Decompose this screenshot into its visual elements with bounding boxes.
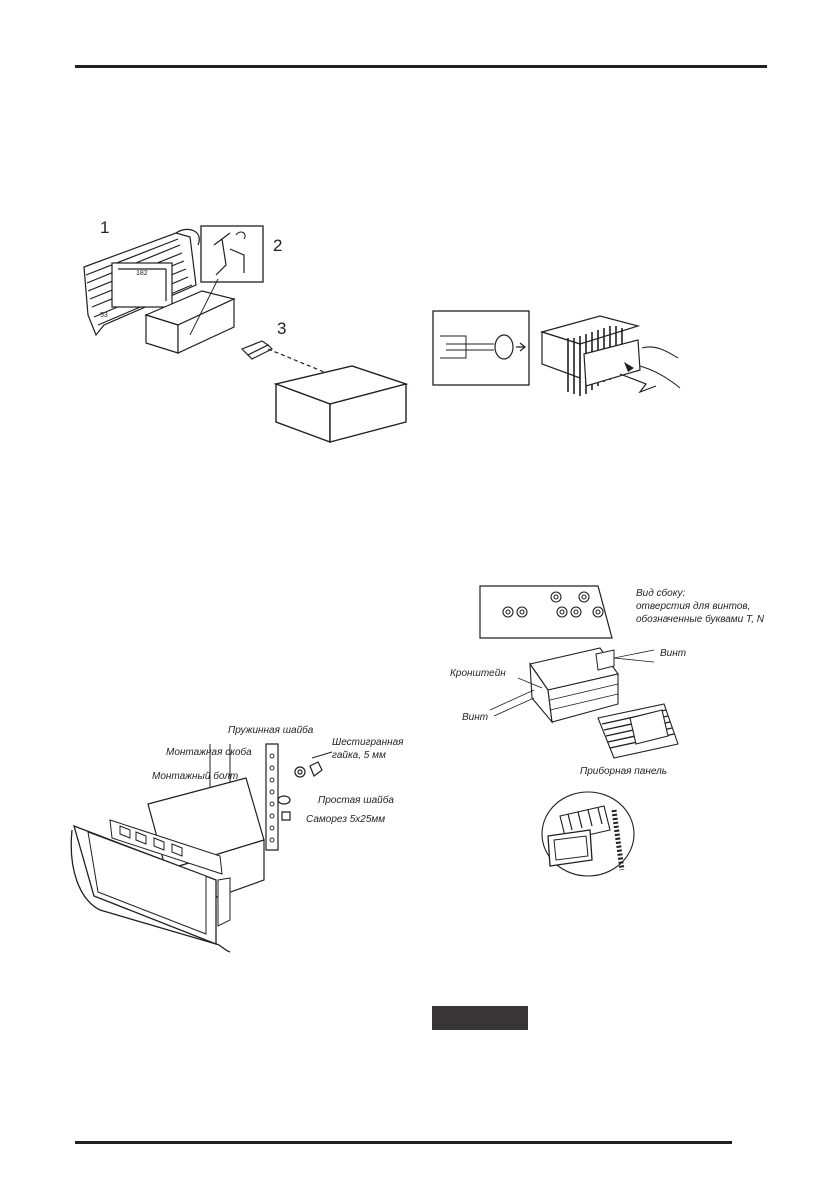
label-mount-strap: Монтажная скоба xyxy=(166,747,252,758)
mounting-assembly-drawing xyxy=(70,743,333,953)
label-hex-nut-line2: гайка, 5 мм xyxy=(332,750,386,761)
top-rule xyxy=(75,65,767,68)
section-heading-block xyxy=(432,1006,528,1030)
label-dash-panel: Приборная панель xyxy=(580,766,667,777)
side-view-desc-line1: отверстия для винтов, xyxy=(636,601,751,612)
callout-3: 3 xyxy=(277,319,287,338)
installation-circle-detail xyxy=(541,791,635,877)
unit-pull-drawing xyxy=(539,315,681,396)
dash-panel-drawing xyxy=(597,703,679,759)
sleeve-tab-inset xyxy=(200,225,264,283)
mounting-sleeve xyxy=(144,278,236,354)
side-view-label: Вид сбоку: xyxy=(636,588,686,599)
side-view-desc-line2: обозначенные буквами T, N xyxy=(636,614,764,625)
label-mount-bolt: Монтажный болт xyxy=(152,771,239,782)
radio-unit-box xyxy=(273,365,409,444)
removal-key-inset xyxy=(432,310,530,386)
label-tapping-screw: Саморез 5х25мм xyxy=(306,814,386,825)
label-screw-top: Винт xyxy=(660,648,687,659)
label-spring-washer: Пружинная шайба xyxy=(228,725,314,736)
side-view-panel xyxy=(479,585,613,639)
label-bracket: Кронштейн xyxy=(450,668,506,679)
removal-tool xyxy=(240,340,347,382)
callout-2: 2 xyxy=(273,236,283,255)
dim-width: 182 xyxy=(136,270,148,277)
dim-height: 53 xyxy=(100,312,108,319)
label-hex-nut-line1: Шестигранная xyxy=(332,737,404,748)
callout-1: 1 xyxy=(100,218,110,237)
bottom-rule xyxy=(75,1141,732,1144)
label-screw-left: Винт xyxy=(462,712,489,723)
bracket-unit-drawing xyxy=(489,647,655,724)
label-plain-washer: Простая шайба xyxy=(318,795,394,806)
dashboard-opening-drawing: 182 53 xyxy=(83,228,200,337)
